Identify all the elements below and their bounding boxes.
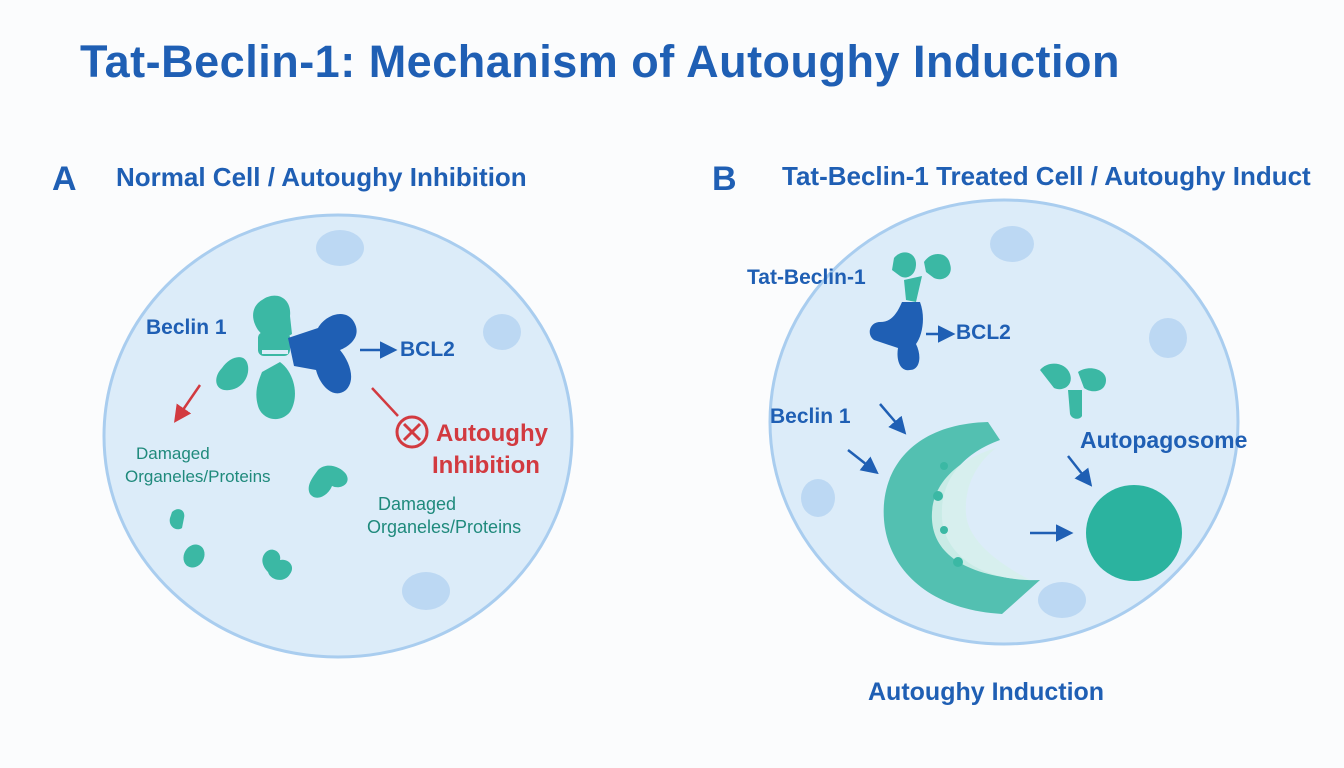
tat-beclin-label: Tat-Beclin-1 (747, 266, 866, 289)
autophagosome (1086, 485, 1182, 581)
damaged-label-2-line2: Organeles/Proteins (367, 517, 522, 537)
beclin-label-a: Beclin 1 (146, 316, 227, 339)
panel-a-letter: A (52, 160, 77, 198)
beclin-bcl2-complex (216, 295, 357, 420)
beclin-arrow-1 (879, 403, 907, 435)
panel-a-damaged-organelles (169, 465, 348, 580)
red-arrow-damaged (174, 384, 202, 423)
panel-a-heading: Normal Cell / Autoughy Inhibition (116, 162, 527, 192)
induction-label: Autoughy Induction (868, 678, 1105, 706)
panel-a-cell (102, 213, 574, 659)
damaged-label-2-line1: Damaged (378, 494, 457, 514)
free-beclin-b (1040, 363, 1106, 419)
tat-beclin-bcl2-complex (869, 252, 951, 371)
autopagosome-label: Autopagosome (1080, 427, 1248, 453)
inhibition-label-line1: Autoughy (436, 420, 548, 447)
panel-b-heading: Tat-Beclin-1 Treated Cell / Autoughy Ind… (782, 161, 1311, 191)
inhibition-x-icon (395, 415, 429, 449)
phagophore (883, 422, 1040, 614)
beclin-arrow-2 (847, 449, 879, 475)
inhibition-line (371, 387, 399, 417)
damaged-label-1-line2: Organeles/Proteins (125, 467, 271, 486)
damaged-label-1-line1: Damaged (136, 444, 210, 463)
page-title: Tat-Beclin-1: Mechanism of Autoughy Indu… (80, 36, 1120, 87)
autopagosome-arrow (1067, 455, 1093, 487)
panel-b-letter: B (712, 160, 737, 198)
inhibition-label-line2: Inhibition (432, 452, 540, 479)
beclin-label-b: Beclin 1 (770, 405, 851, 428)
bcl2-label-a: BCL2 (400, 338, 455, 361)
bcl2-label-b: BCL2 (956, 321, 1011, 344)
